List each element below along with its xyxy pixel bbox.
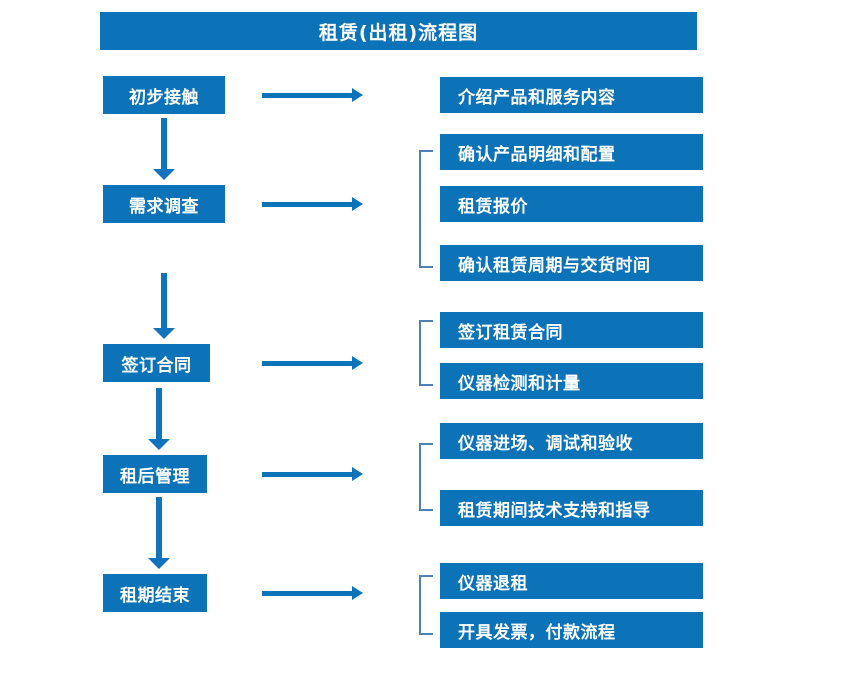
arrow-shaft (161, 273, 167, 328)
arrow-head (148, 558, 170, 569)
group-bracket-demand (419, 150, 433, 268)
detail-box-10[interactable]: 开具发票，付款流程 (440, 612, 703, 648)
arrow-head (352, 88, 363, 102)
group-bracket-contract (419, 320, 433, 386)
arrow-shaft (262, 591, 353, 596)
arrow-shaft (156, 497, 162, 558)
detail-box-7[interactable]: 仪器进场、调试和验收 (440, 423, 703, 459)
stage-box-2[interactable]: 需求调查 (103, 185, 225, 223)
vertical-arrow-stage1-to-stage2 (153, 118, 175, 180)
detail-box-3[interactable]: 租赁报价 (440, 186, 703, 222)
arrow-shaft (156, 388, 162, 439)
horizontal-arrow-stage3 (262, 356, 363, 370)
arrow-head (148, 439, 170, 450)
detail-box-2[interactable]: 确认产品明细和配置 (440, 134, 703, 170)
stage-box-4[interactable]: 租后管理 (103, 455, 207, 493)
arrow-shaft (262, 472, 353, 477)
detail-box-9[interactable]: 仪器退租 (440, 563, 703, 599)
detail-box-4[interactable]: 确认租赁周期与交货时间 (440, 245, 703, 281)
arrow-shaft (262, 361, 353, 366)
stage-box-5[interactable]: 租期结束 (103, 574, 207, 612)
arrow-head (352, 586, 363, 600)
arrow-head (352, 356, 363, 370)
horizontal-arrow-stage1 (262, 88, 363, 102)
arrow-shaft (262, 93, 353, 98)
group-bracket-post-rental (419, 443, 433, 511)
arrow-shaft (161, 118, 167, 169)
arrow-head (153, 169, 175, 180)
stage-box-3[interactable]: 签订合同 (103, 344, 210, 382)
arrow-head (352, 467, 363, 481)
stage-box-1[interactable]: 初步接触 (103, 76, 225, 114)
detail-box-6[interactable]: 仪器检测和计量 (440, 363, 703, 399)
detail-box-1[interactable]: 介绍产品和服务内容 (440, 77, 703, 113)
group-bracket-end-of-term (419, 575, 433, 635)
detail-box-5[interactable]: 签订租赁合同 (440, 312, 703, 348)
vertical-arrow-stage3-to-stage4 (148, 388, 170, 450)
vertical-arrow-stage4-to-stage5 (148, 497, 170, 569)
page-title: 租赁(出租)流程图 (100, 12, 697, 50)
arrow-head (153, 328, 175, 339)
detail-box-8[interactable]: 租赁期间技术支持和指导 (440, 490, 703, 526)
arrow-head (352, 197, 363, 211)
horizontal-arrow-stage5 (262, 586, 363, 600)
arrow-shaft (262, 202, 353, 207)
vertical-arrow-stage2-to-stage3 (153, 273, 175, 339)
horizontal-arrow-stage4 (262, 467, 363, 481)
horizontal-arrow-stage2 (262, 197, 363, 211)
